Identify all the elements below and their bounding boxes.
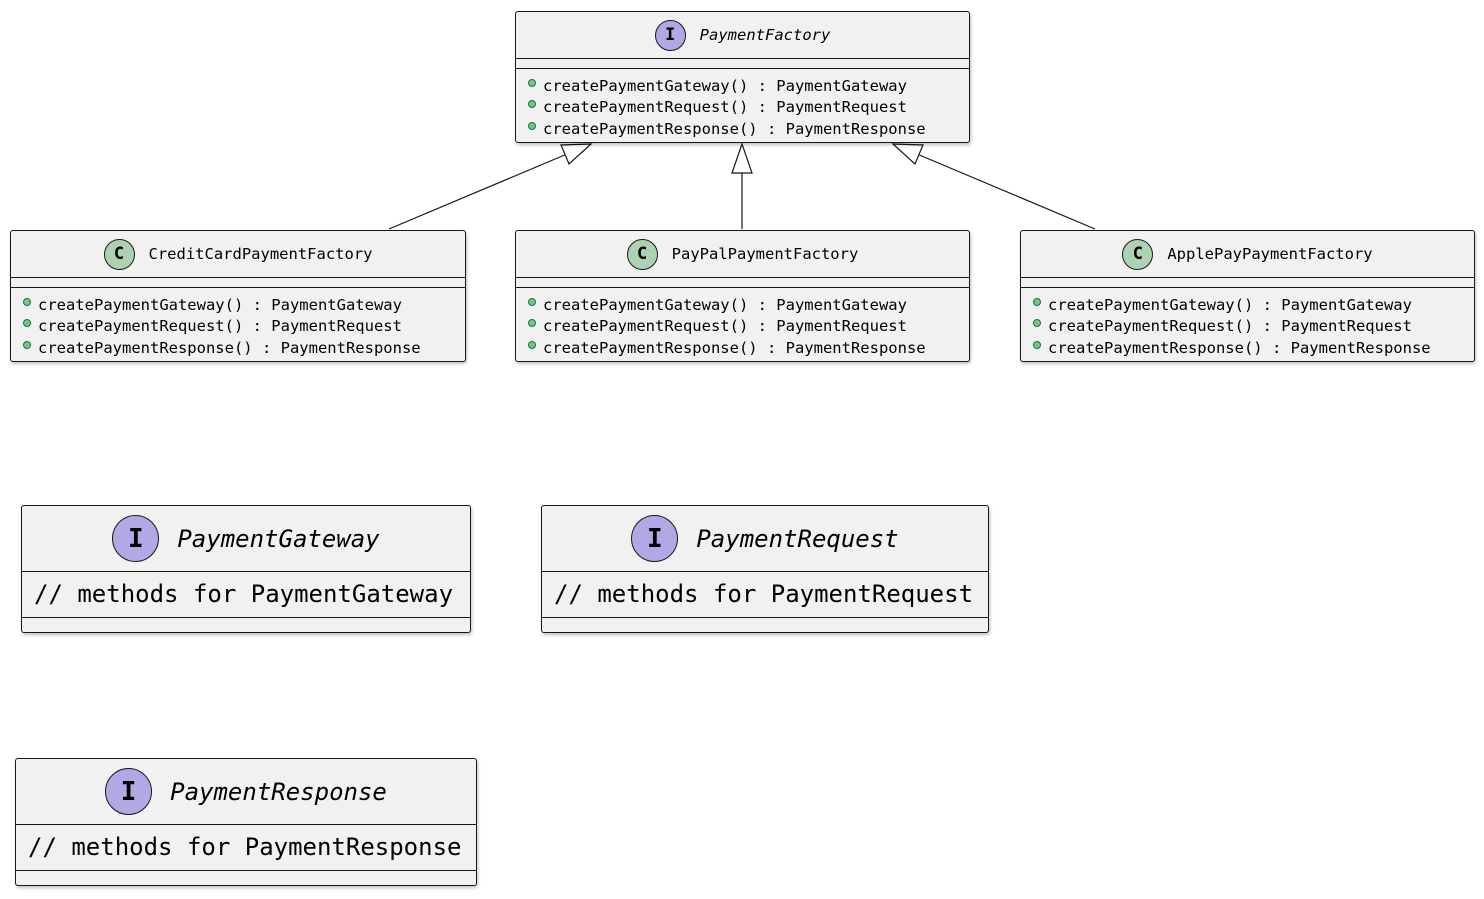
class-header: C PayPalPaymentFactory xyxy=(516,231,969,278)
payment-request-interface[interactable]: I PaymentRequest // methods for PaymentR… xyxy=(541,505,989,633)
interface-badge-icon: I xyxy=(112,515,160,562)
method-list: createPaymentGateway() : PaymentGateway … xyxy=(1021,294,1474,359)
class-name: PayPalPaymentFactory xyxy=(671,245,859,263)
class-name: PaymentGateway xyxy=(177,524,380,553)
public-method-icon xyxy=(528,319,536,328)
method-comment: // methods for PaymentRequest xyxy=(554,580,974,608)
method-list: createPaymentGateway() : PaymentGateway … xyxy=(11,294,465,359)
class-header: C ApplePayPaymentFactory xyxy=(1021,231,1474,278)
public-method-icon xyxy=(528,78,536,87)
method-item: createPaymentRequest() : PaymentRequest xyxy=(1021,316,1474,338)
public-method-icon xyxy=(528,297,536,306)
method-item: createPaymentRequest() : PaymentRequest xyxy=(11,316,465,338)
public-method-icon xyxy=(528,100,536,109)
method-separator xyxy=(22,617,470,618)
class-badge-icon: C xyxy=(626,238,658,270)
payment-response-interface[interactable]: I PaymentResponse // methods for Payment… xyxy=(15,758,477,886)
method-item: createPaymentResponse() : PaymentRespons… xyxy=(516,337,969,359)
interface-badge-icon: I xyxy=(631,515,679,562)
method-list: createPaymentGateway() : PaymentGateway … xyxy=(516,294,969,359)
method-item: createPaymentRequest() : PaymentRequest xyxy=(516,97,969,119)
public-method-icon xyxy=(1033,319,1041,328)
public-method-icon xyxy=(528,340,536,349)
edge-creditcard-to-factory xyxy=(388,153,568,230)
method-item: createPaymentGateway() : PaymentGateway xyxy=(11,294,465,316)
class-badge-icon: C xyxy=(1122,238,1154,270)
public-method-icon xyxy=(1033,340,1041,349)
class-name: PaymentResponse xyxy=(170,777,387,806)
class-badge-icon: C xyxy=(103,238,135,270)
method-item: createPaymentResponse() : PaymentRespons… xyxy=(11,337,465,359)
class-header: C CreditCardPaymentFactory xyxy=(11,231,465,278)
field-separator xyxy=(516,287,969,288)
method-item: createPaymentGateway() : PaymentGateway xyxy=(1021,294,1474,316)
class-header: I PaymentFactory xyxy=(516,12,969,59)
method-separator xyxy=(16,870,476,871)
method-comment: // methods for PaymentGateway xyxy=(34,580,454,608)
applepay-payment-factory-class[interactable]: C ApplePayPaymentFactory createPaymentGa… xyxy=(1020,230,1475,362)
method-item: createPaymentRequest() : PaymentRequest xyxy=(516,316,969,338)
class-header: I PaymentRequest xyxy=(542,506,988,572)
class-name: PaymentFactory xyxy=(699,26,831,44)
method-item: createPaymentResponse() : PaymentRespons… xyxy=(516,118,969,140)
public-method-icon xyxy=(23,340,31,349)
interface-badge-icon: I xyxy=(105,768,153,815)
public-method-icon xyxy=(528,121,536,130)
public-method-icon xyxy=(1033,297,1041,306)
public-method-icon xyxy=(23,297,31,306)
field-separator xyxy=(516,68,969,69)
method-comment: // methods for PaymentResponse xyxy=(28,833,462,861)
inheritance-arrowhead-creditcard xyxy=(560,143,593,166)
method-item: createPaymentGateway() : PaymentGateway xyxy=(516,294,969,316)
public-method-icon xyxy=(23,319,31,328)
class-name: ApplePayPaymentFactory xyxy=(1167,245,1373,263)
inheritance-arrowhead-applepay xyxy=(891,143,924,166)
edge-applepay-to-factory xyxy=(916,153,1096,230)
inheritance-arrowhead-paypal xyxy=(731,142,753,174)
method-item: createPaymentResponse() : PaymentRespons… xyxy=(1021,337,1474,359)
method-list: createPaymentGateway() : PaymentGateway … xyxy=(516,75,969,140)
class-header: I PaymentResponse xyxy=(16,759,476,825)
interface-badge-icon: I xyxy=(654,19,686,51)
field-separator xyxy=(1021,287,1474,288)
field-separator xyxy=(11,287,465,288)
creditcard-payment-factory-class[interactable]: C CreditCardPaymentFactory createPayment… xyxy=(10,230,466,362)
paypal-payment-factory-class[interactable]: C PayPalPaymentFactory createPaymentGate… xyxy=(515,230,970,362)
payment-gateway-interface[interactable]: I PaymentGateway // methods for PaymentG… xyxy=(21,505,471,633)
method-item: createPaymentGateway() : PaymentGateway xyxy=(516,75,969,97)
payment-factory-interface[interactable]: I PaymentFactory createPaymentGateway() … xyxy=(515,11,970,143)
class-name: PaymentRequest xyxy=(696,524,899,553)
class-header: I PaymentGateway xyxy=(22,506,470,572)
class-name: CreditCardPaymentFactory xyxy=(148,245,373,263)
method-separator xyxy=(542,617,988,618)
